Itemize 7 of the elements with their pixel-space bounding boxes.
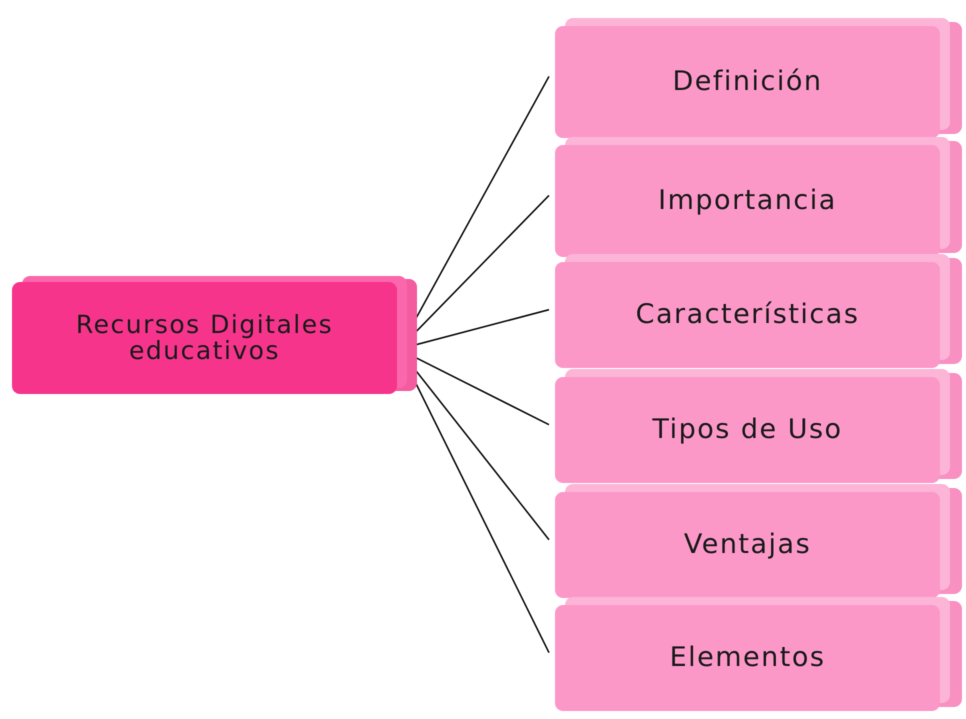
topic-box: Características: [555, 262, 940, 368]
topic-box: Recursos Digitales educativos: [12, 282, 397, 394]
topic-box: Tipos de Uso: [555, 377, 940, 483]
topic-box: Definición: [555, 26, 940, 138]
topic-box: Importancia: [555, 145, 940, 257]
topic-box: Elementos: [555, 605, 940, 711]
topic-box: Ventajas: [555, 492, 940, 598]
